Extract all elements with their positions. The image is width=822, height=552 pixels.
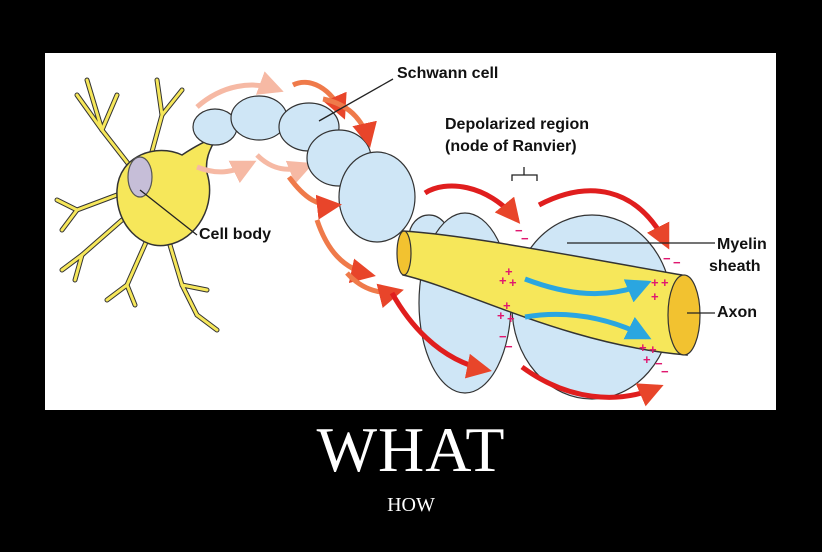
svg-text:+: + (643, 352, 651, 367)
diagram-frame: + + + + + + + + + + + + − − − − − − − − (45, 53, 776, 410)
dendrites-fill (55, 78, 219, 332)
svg-text:+: + (505, 264, 513, 279)
svg-text:+: + (639, 340, 647, 355)
svg-text:−: − (661, 364, 669, 379)
svg-text:+: + (509, 275, 517, 290)
schwann-cells (192, 95, 450, 260)
svg-text:−: − (499, 329, 507, 344)
svg-text:−: − (655, 356, 663, 371)
label-sheath: sheath (709, 258, 761, 275)
svg-text:−: − (663, 251, 671, 266)
label-depolarized-region: Depolarized region (445, 116, 589, 133)
label-schwann-cell: Schwann cell (397, 65, 498, 82)
svg-text:+: + (649, 342, 657, 357)
leader-lines (139, 78, 715, 314)
svg-text:−: − (515, 223, 523, 238)
current-arrows-orange (286, 79, 404, 308)
charges: + + + + + + + + + + + + − − − − − − − − (497, 223, 681, 379)
neuron-diagram: + + + + + + + + + + + + − − − − − − − − (54, 65, 767, 407)
label-cell-body: Cell body (199, 226, 271, 243)
poster-subtitle: HOW (387, 494, 435, 516)
svg-text:+: + (503, 298, 511, 313)
svg-text:+: + (497, 308, 505, 323)
svg-text:+: + (651, 275, 659, 290)
svg-text:−: − (505, 339, 513, 354)
label-node-of-ranvier: (node of Ranvier) (445, 138, 577, 155)
svg-text:+: + (499, 273, 507, 288)
svg-text:−: − (521, 231, 529, 246)
svg-text:−: − (673, 255, 681, 270)
ion-flow-arrows (524, 276, 652, 340)
svg-text:+: + (651, 289, 659, 304)
axon-end (667, 274, 701, 356)
axon-start (396, 230, 412, 276)
svg-text:+: + (661, 275, 669, 290)
label-myelin: Myelin (717, 236, 767, 253)
current-arrows-pale (195, 71, 314, 185)
nucleus (127, 156, 153, 198)
poster-title: WHAT (316, 414, 506, 485)
current-arrows-red (389, 183, 670, 407)
label-axon: Axon (717, 304, 757, 321)
svg-text:+: + (507, 311, 515, 326)
